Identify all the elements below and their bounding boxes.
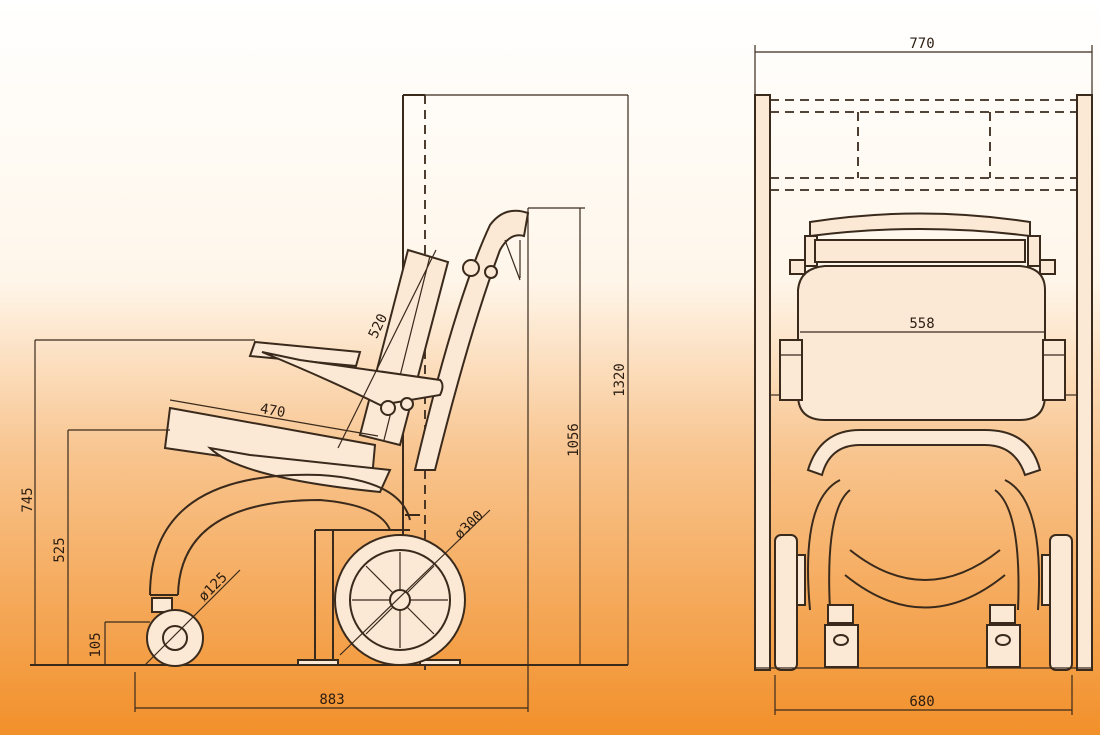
dim-seat-width: 558 [909, 316, 934, 332]
dim-overall-width: 770 [909, 36, 934, 52]
dim-armrest-height: 745 [20, 487, 36, 512]
dim-seat-height: 525 [52, 537, 68, 562]
side-view: 1320 1056 745 525 105 520 470 ø300 ø125 … [20, 94, 629, 712]
dim-handle-height: 1056 [566, 423, 582, 457]
dim-overall-length: 883 [319, 692, 344, 708]
dim-seat-depth: 470 [259, 401, 287, 421]
dim-ground-clearance: 105 [88, 632, 104, 657]
dim-wheel-track: 680 [909, 694, 934, 710]
front-view: 770 558 680 [754, 36, 1093, 715]
dim-overall-height: 1320 [612, 363, 628, 397]
